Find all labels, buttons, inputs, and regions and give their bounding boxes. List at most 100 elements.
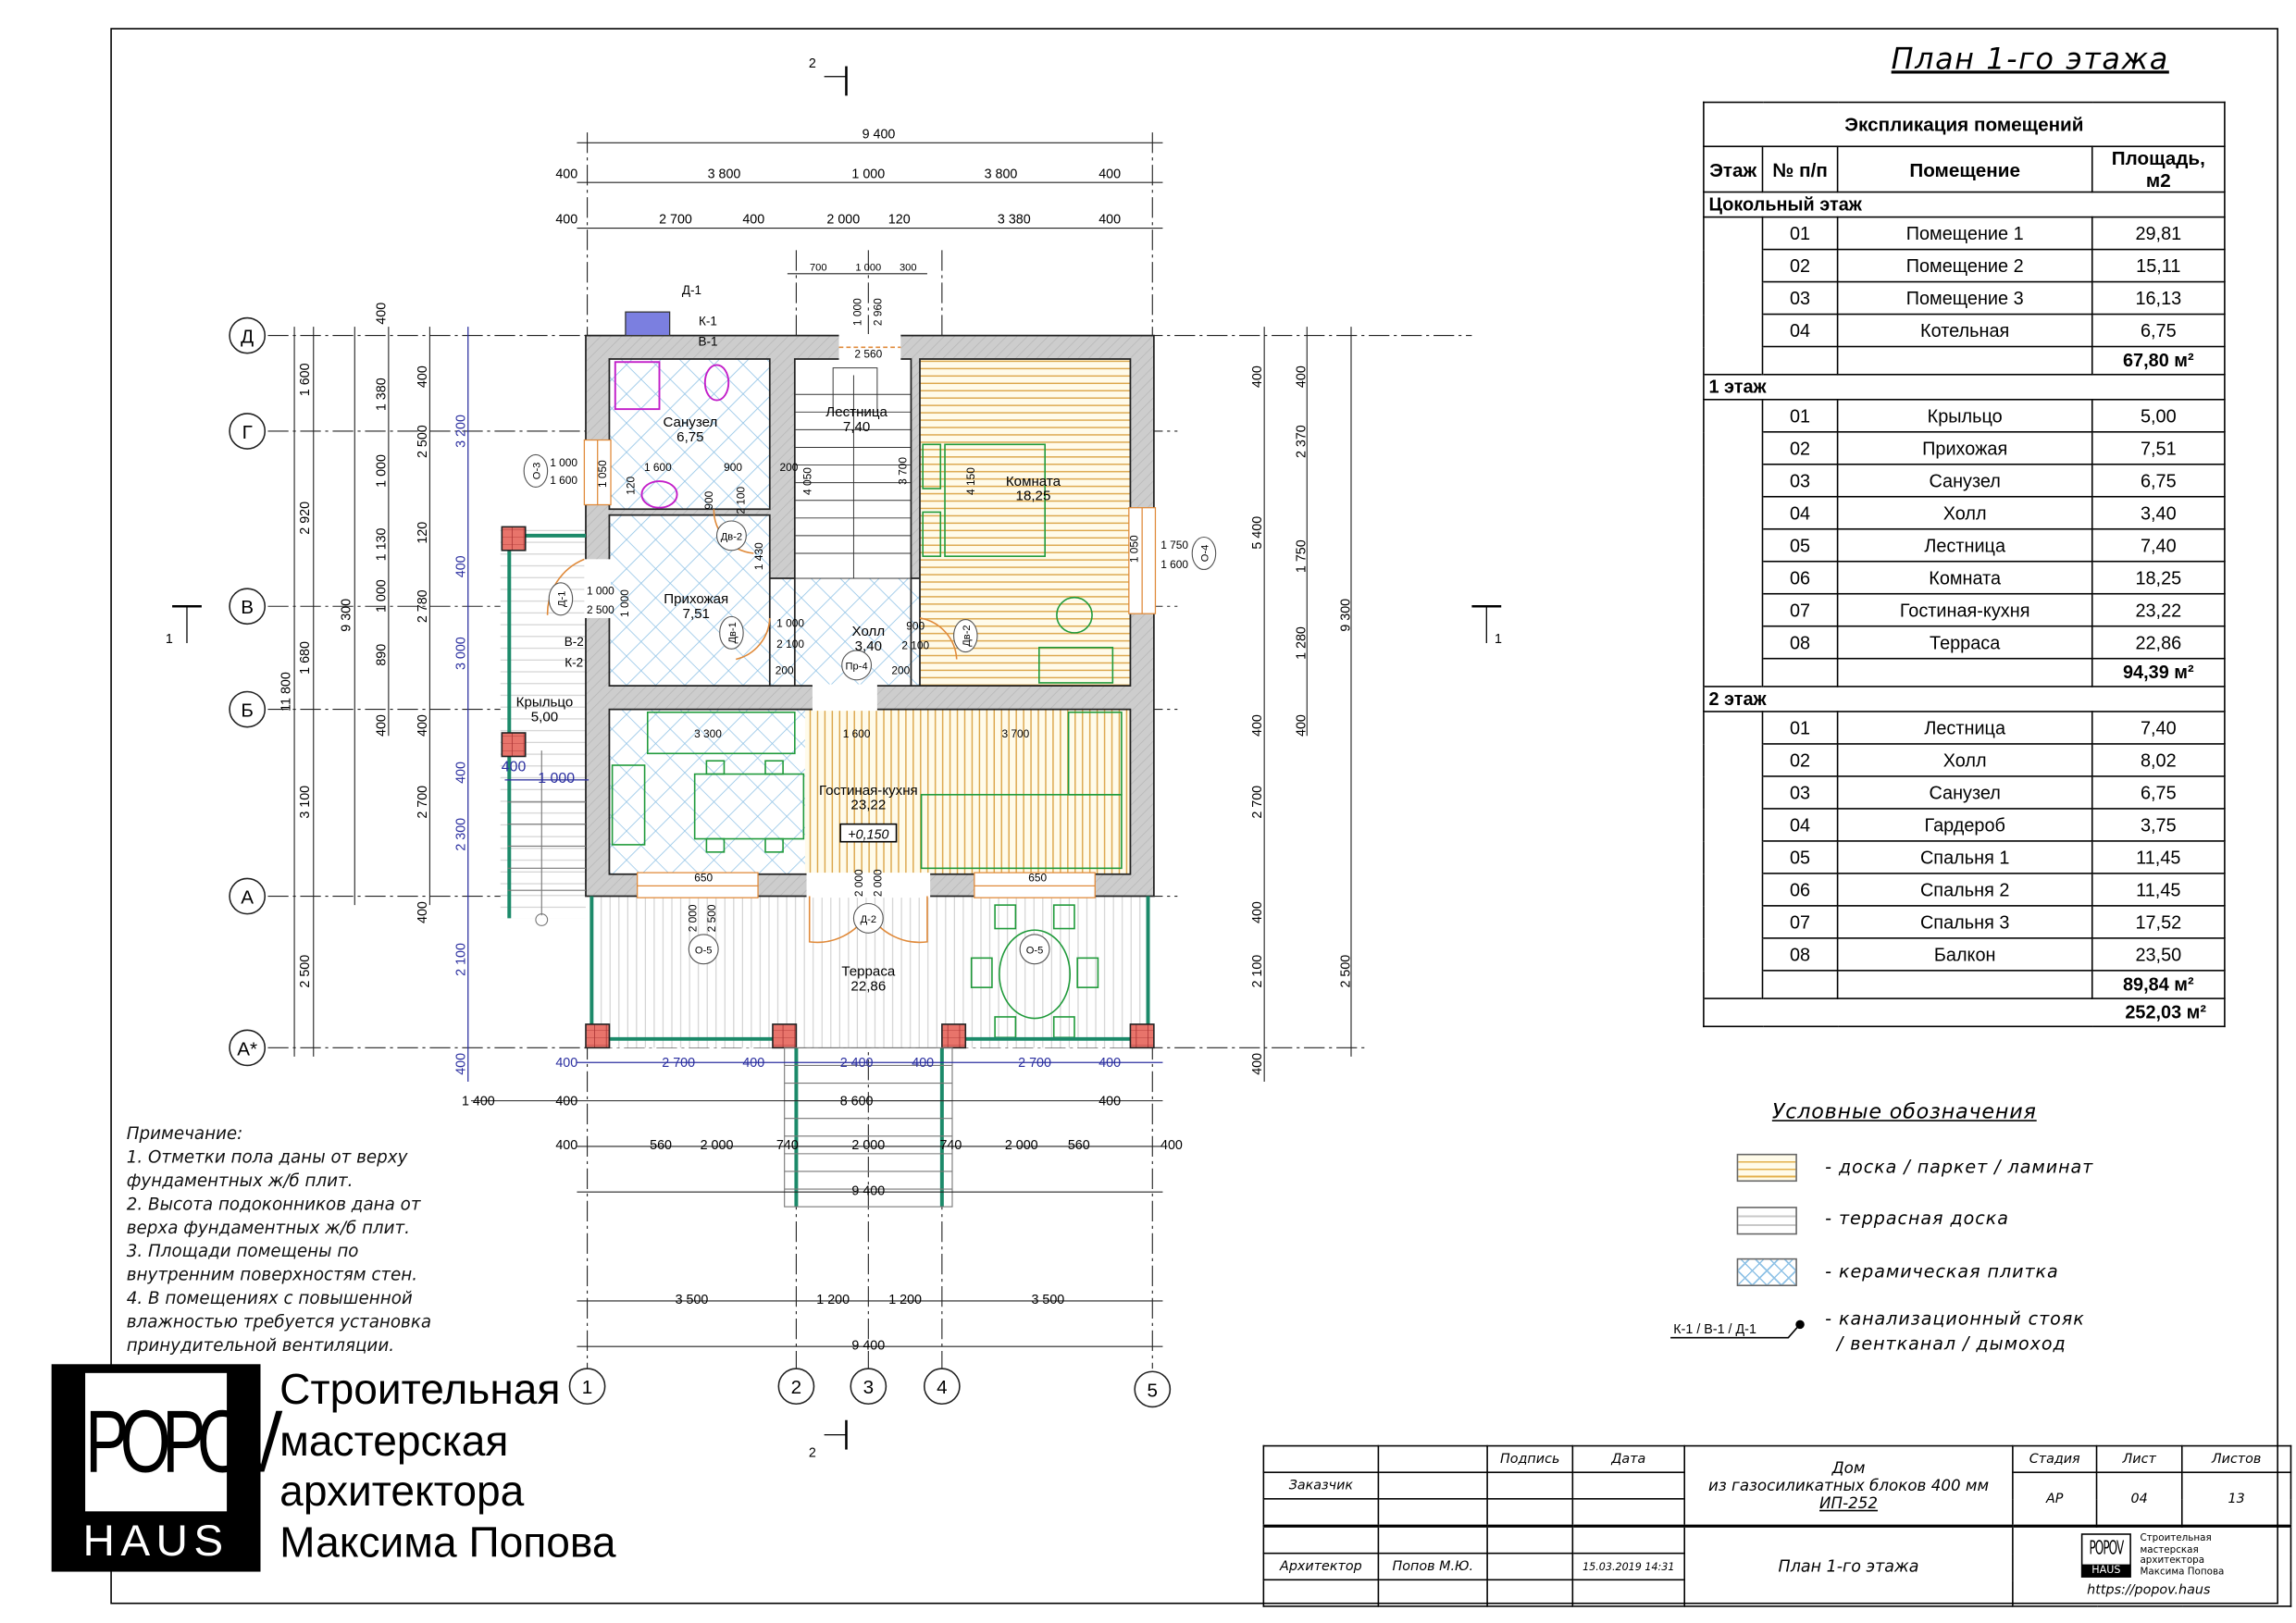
interior-stair [794, 367, 912, 579]
floor-cell [1703, 528, 1764, 562]
dimension-label: 400 [454, 1053, 469, 1075]
tb-date-header: Дата [1571, 1444, 1686, 1473]
area-cell: 6,75 [2091, 463, 2226, 498]
room-area: 7,40 [843, 419, 870, 435]
number-cell: 01 [1761, 398, 1839, 433]
dimension-label: 3 700 [897, 457, 910, 485]
tb-sheet: 04 [2095, 1471, 2183, 1528]
dimension-label: 400 [1250, 365, 1265, 388]
floor-cell [1703, 314, 1764, 347]
dimension-label: 2 700 [1018, 1056, 1051, 1071]
dimension-label: 2 960 [872, 298, 885, 326]
tb-url[interactable]: https://popov.haus [2087, 1583, 2211, 1599]
area-cell: 7,40 [2091, 711, 2226, 745]
dimension-label: 9 400 [851, 1183, 885, 1198]
floor-cell [1703, 711, 1764, 744]
dimension-label: 400 [1098, 213, 1121, 228]
legend-item-tile: - керамическая плитка [1825, 1260, 2059, 1282]
dimension-label: 400 [454, 555, 469, 577]
dimension-label: 560 [650, 1138, 672, 1153]
floor-cell [1703, 399, 1764, 432]
dimension-label: 400 [742, 213, 764, 228]
legend-swatch-tile [1736, 1258, 1797, 1287]
dimension-label: 400 [1160, 1138, 1183, 1153]
number-cell: 07 [1761, 592, 1839, 627]
area-cell: 5,00 [2091, 398, 2226, 433]
studio-name: Строительная мастерская архитектора Макс… [279, 1366, 615, 1568]
legend-item-wood: - доска / паркет / ламинат [1825, 1157, 2094, 1178]
room-cell: Крыльцо [1836, 398, 2093, 433]
room-floor [920, 359, 1131, 687]
tag-label: О-5 [1026, 946, 1044, 957]
sheet-frame [110, 28, 2278, 1604]
dimension-label: 400 [742, 1056, 764, 1071]
tag-label: Дв-2 [962, 625, 973, 646]
area-cell: 7,51 [2091, 430, 2226, 465]
axis-label: В [241, 597, 254, 618]
dimension-label: 2 100 [776, 638, 804, 650]
studio-line: мастерская [279, 1418, 509, 1466]
table-title: Экспликация помещений [1703, 101, 2226, 148]
notes-heading: Примечание: [126, 1122, 243, 1144]
tb-project-line: из газосиликатных блоков 400 мм [1708, 1476, 1990, 1495]
tb-project: Дом из газосиликатных блоков 400 мм ИП-2… [1683, 1444, 2014, 1528]
dimension-label: 11 800 [279, 672, 293, 712]
logo-wordmark: POPOV [85, 1372, 283, 1512]
tb-studio-line: мастерская [2140, 1542, 2199, 1555]
dimension-label: 900 [724, 461, 742, 474]
room-area: 5,00 [531, 709, 558, 725]
table-row: 04 Котельная 6,75 [1703, 313, 2226, 348]
dimension-label: 9 400 [851, 1338, 885, 1353]
room-name: Лестница [825, 404, 887, 420]
table-row: 03 Помещение 3 16,13 [1703, 280, 2226, 316]
riser-label: В-2 [565, 635, 584, 649]
dimension-label: 890 [375, 644, 390, 666]
area-cell: 7,40 [2091, 527, 2226, 563]
tag-label: О-3 [532, 463, 543, 480]
chimney-icon [625, 311, 671, 337]
dimension-label: 900 [906, 620, 925, 633]
axis-label: 5 [1148, 1380, 1159, 1401]
table-row: 01 Лестница 7,40 [1703, 711, 2226, 745]
riser-label: Д-1 [682, 283, 701, 297]
tag-label: О-4 [1200, 545, 1211, 563]
dimension-label: 2 500 [416, 425, 430, 458]
floor-cell [1703, 743, 1764, 776]
living-floor [804, 709, 1131, 874]
floor-cell [1703, 281, 1764, 315]
openings [546, 334, 1157, 944]
number-cell: 04 [1761, 495, 1839, 530]
dimension-label: 400 [555, 167, 577, 181]
area-cell: 16,13 [2091, 280, 2226, 316]
dimension-label: 1 130 [375, 528, 390, 562]
room-cell: Гардероб [1836, 808, 2093, 842]
table-row: 07 Спальня 3 17,52 [1703, 905, 2226, 939]
room-area: 18,25 [1016, 489, 1051, 504]
tb-studio-line: Строительная [2140, 1531, 2212, 1544]
area-cell: 8,02 [2091, 743, 2226, 777]
notes: Примечание: 1. Отметки пола даны от верх… [127, 1121, 456, 1357]
number-cell: 07 [1761, 905, 1839, 939]
section-row: 1 этаж [1703, 373, 2226, 401]
floor-cell [1703, 249, 1764, 282]
table-row: 06 Комната 18,25 [1703, 560, 2226, 595]
tag-label: О-5 [695, 946, 713, 957]
dimension-label: 400 [416, 714, 430, 737]
sheet-title: План 1-го этажа [1891, 41, 2169, 77]
floor-cell [1703, 905, 1764, 938]
dimension-label: 3 800 [985, 167, 1018, 181]
room-cell: Помещение 2 [1836, 248, 2093, 283]
dimension-label: 120 [888, 213, 911, 228]
area-cell: 29,81 [2091, 216, 2226, 251]
dimension-label: 400 [416, 365, 430, 388]
table-row: 04 Холл 3,40 [1703, 495, 2226, 530]
section-total: 89,84 м² [2091, 970, 2226, 999]
floor-cell [1703, 808, 1764, 841]
legend-swatch-terrace [1736, 1207, 1797, 1235]
dimension-label: 2 000 [1005, 1138, 1038, 1153]
floor-cell [1703, 217, 1764, 250]
area-cell: 23,22 [2091, 592, 2226, 627]
dimension-lines-blue [467, 327, 1163, 1082]
floor-cell [1703, 464, 1764, 497]
